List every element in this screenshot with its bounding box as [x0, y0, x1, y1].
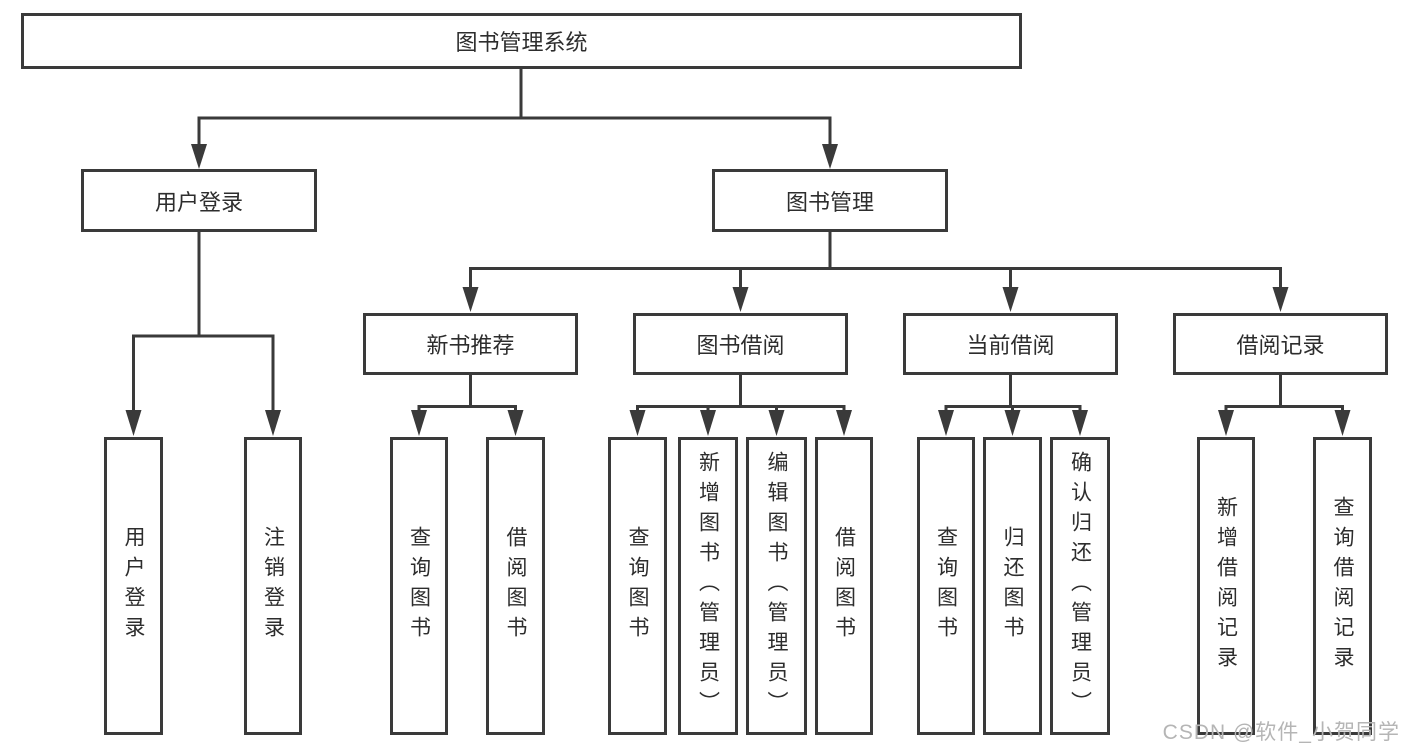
arrowhead-icon: [938, 410, 954, 436]
connector-current-borrow-to-leaves: [938, 375, 1088, 436]
arrowhead-icon: [265, 410, 281, 436]
arrowhead-icon: [629, 410, 646, 436]
leaf-borrow-books-2: 借阅图书: [815, 437, 873, 735]
arrowhead-icon: [1218, 410, 1234, 436]
connector-book-borrow-to-leaves: [629, 375, 852, 436]
arrowhead-icon: [1272, 287, 1289, 312]
node-borrowing-records: 借阅记录: [1173, 313, 1388, 375]
arrowhead-icon: [125, 410, 142, 436]
leaf-edit-book-admin: 编辑图书（管理员）: [746, 437, 807, 735]
arrowhead-icon: [768, 410, 785, 436]
node-book-management: 图书管理: [712, 169, 948, 232]
leaf-logout: 注销登录: [244, 437, 302, 735]
leaf-confirm-return-admin: 确认归还（管理员）: [1050, 437, 1110, 735]
arrowhead-icon: [1334, 410, 1351, 436]
leaf-query-borrow-record: 查询借阅记录: [1313, 437, 1372, 735]
connector-new-book-to-leaves: [411, 375, 524, 436]
arrowhead-icon: [411, 410, 427, 436]
arrowhead-icon: [1004, 410, 1021, 436]
connector-records-to-leaves: [1218, 375, 1351, 436]
leaf-query-books-1: 查询图书: [390, 437, 448, 735]
leaf-borrow-books-1: 借阅图书: [486, 437, 545, 735]
connector-user-login-to-leaves: [125, 232, 281, 436]
node-book-borrowing: 图书借阅: [633, 313, 848, 375]
leaf-return-book: 归还图书: [983, 437, 1042, 735]
leaf-query-books-2: 查询图书: [608, 437, 667, 735]
arrowhead-icon: [507, 410, 524, 436]
arrowhead-icon: [732, 287, 749, 312]
arrowhead-icon: [700, 410, 716, 436]
arrowhead-icon: [1072, 410, 1088, 436]
arrowhead-icon: [1002, 287, 1019, 312]
connector-root-to-level2: [191, 69, 838, 169]
leaf-add-book-admin: 新增图书（管理员）: [678, 437, 738, 735]
watermark: CSDN @软件_小贺同学: [1162, 721, 1400, 744]
arrowhead-icon: [822, 144, 838, 169]
connector-book-mgmt-to-modules: [462, 232, 1289, 312]
node-new-book-recommend: 新书推荐: [363, 313, 578, 375]
leaf-add-borrow-record: 新增借阅记录: [1197, 437, 1255, 735]
leaf-user-login: 用户登录: [104, 437, 163, 735]
node-user-login: 用户登录: [81, 169, 317, 232]
arrowhead-icon: [462, 287, 479, 312]
node-root-system: 图书管理系统: [21, 13, 1022, 69]
node-current-borrowing: 当前借阅: [903, 313, 1118, 375]
arrowhead-icon: [191, 144, 207, 169]
leaf-query-books-3: 查询图书: [917, 437, 975, 735]
arrowhead-icon: [836, 410, 852, 436]
